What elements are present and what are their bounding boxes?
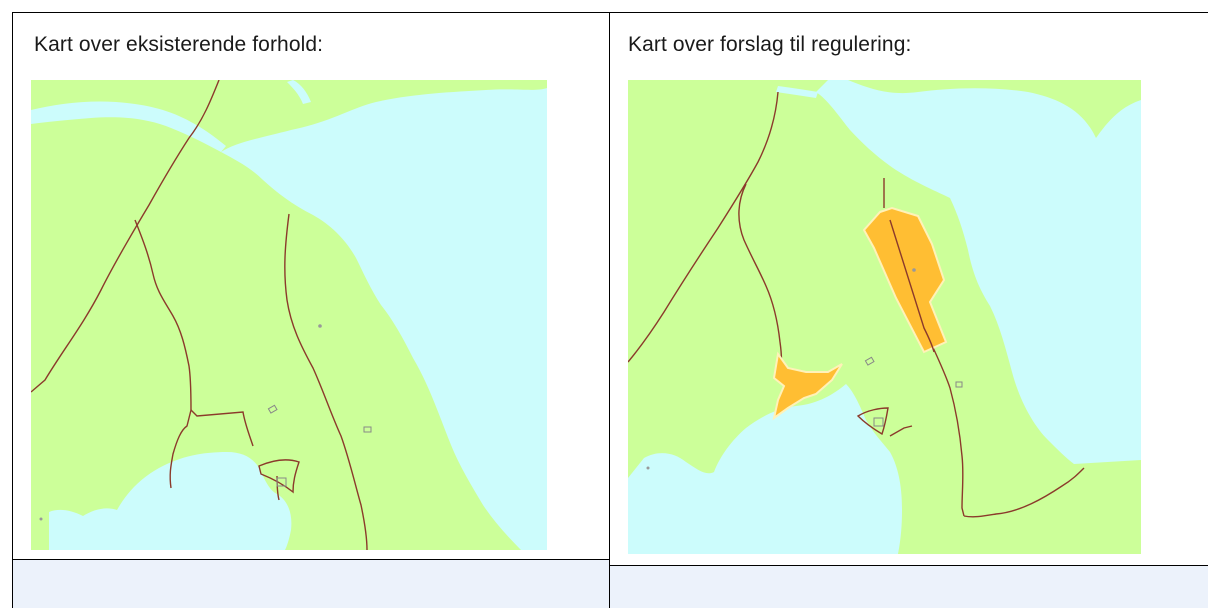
zone-boundary-line xyxy=(889,219,935,353)
river-north xyxy=(776,86,818,98)
property-boundaries xyxy=(628,91,1085,518)
table-cell-empty-left xyxy=(12,559,610,608)
point-marker xyxy=(912,268,916,272)
river-northwest xyxy=(31,101,226,152)
river-inlet xyxy=(287,80,311,104)
existing-conditions-map xyxy=(31,80,547,550)
building-marker xyxy=(873,417,884,427)
caption-existing-map: Kart over eksisterende forhold: xyxy=(34,33,324,56)
development-zone-southwest xyxy=(772,351,843,421)
property-boundaries xyxy=(31,80,368,550)
table-cell-empty-right xyxy=(609,565,1208,608)
table-cell-existing-map: Kart over eksisterende forhold: xyxy=(12,12,610,560)
building-marker xyxy=(276,477,287,487)
point-marker xyxy=(318,324,322,328)
point-marker xyxy=(39,517,43,521)
lake-northeast xyxy=(221,88,547,550)
development-zone-north xyxy=(862,206,948,354)
building-marker xyxy=(267,404,278,414)
development-zones xyxy=(772,206,948,421)
lake-south xyxy=(49,452,292,550)
building-marker xyxy=(363,426,372,433)
table-cell-proposed-map: Kart over forslag til regulering: xyxy=(609,12,1208,566)
proposed-regulation-map xyxy=(628,80,1141,554)
lake-south xyxy=(628,384,902,554)
lake-northeast xyxy=(816,80,1141,464)
caption-proposed-map: Kart over forslag til regulering: xyxy=(628,33,912,56)
building-marker xyxy=(864,356,875,366)
building-marker xyxy=(955,381,963,388)
point-marker xyxy=(646,466,650,470)
